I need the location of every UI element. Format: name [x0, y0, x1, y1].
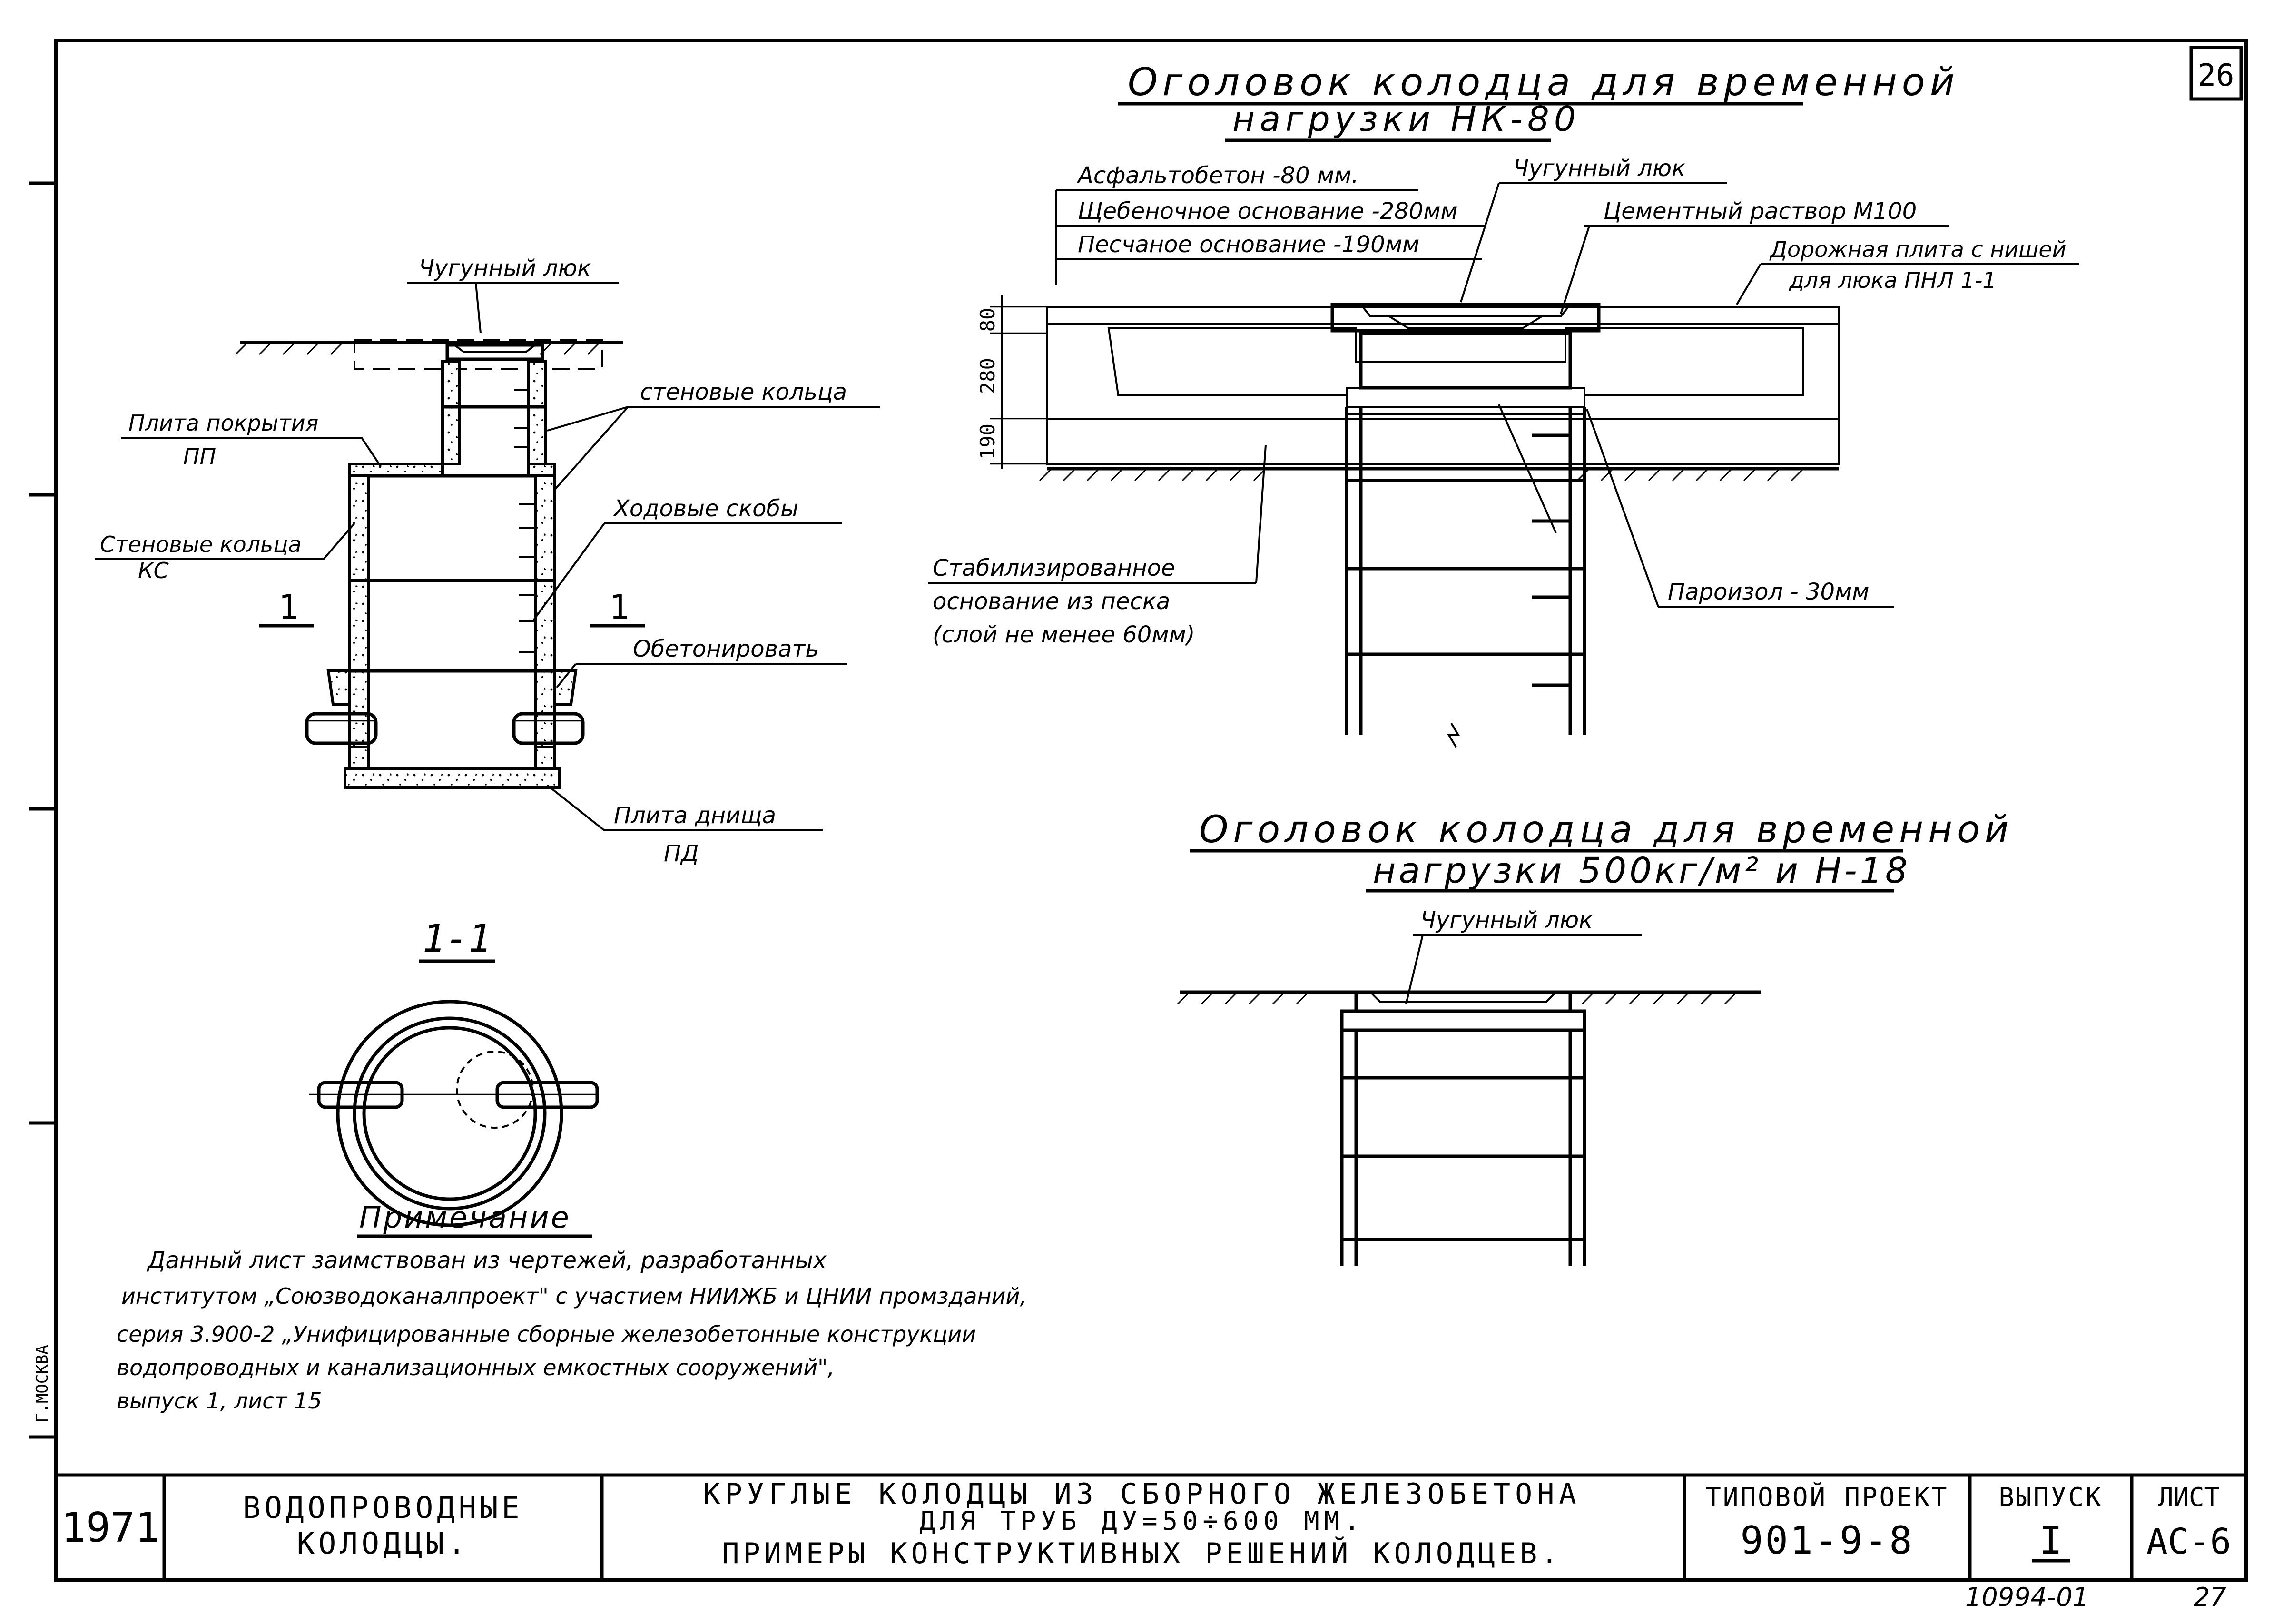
- sheet-number-box: 26: [2189, 46, 2243, 101]
- layer-asphalt: Асфальтобетон -80 мм.: [1076, 162, 1358, 189]
- plan-title: 1-1: [423, 916, 492, 961]
- note-block: Примечание Данный лист заимствован из че…: [117, 1200, 1027, 1414]
- wall-rings-ks-label-1: Стеновые кольца: [100, 531, 302, 557]
- stamp-year: 1971: [61, 1504, 159, 1552]
- stamp-project-line2: КОЛОДЦЫ.: [297, 1526, 470, 1561]
- stamp-title-line1: КРУГЛЫЕ КОЛОДЦЫ ИЗ СБОРНОГО ЖЕЛЕЗОБЕТОНА: [703, 1477, 1581, 1511]
- note-line2: институтом „Союзводоканалпроект" с участ…: [121, 1283, 1027, 1309]
- steps-label: Ходовые скобы: [612, 495, 798, 522]
- nk80-detail: Асфальтобетон -80 мм. Щебеночное основан…: [928, 155, 2079, 748]
- stab-label-2: основание из песка: [933, 588, 1170, 615]
- second-title-line1: Оголовок колодца для временной: [1199, 808, 2014, 851]
- plan-section: 1-1: [309, 916, 599, 1227]
- second-hatch-label: Чугунный люк: [1420, 907, 1593, 934]
- concrete-label: Обетонировать: [633, 636, 819, 662]
- second-detail: Чугунный люк: [1177, 907, 1761, 1266]
- sheet-frame: [29, 39, 2248, 1582]
- section-hatch-label: Чугунный люк: [419, 255, 591, 282]
- note-line5: выпуск 1, лист 15: [117, 1388, 322, 1414]
- stamp-vyp-value: I: [2039, 1518, 2062, 1563]
- wall-rings-label: стеновые кольца: [640, 379, 847, 405]
- cut-mark-left: 1: [278, 588, 298, 627]
- note-line1: Данный лист заимствован из чертежей, раз…: [147, 1247, 827, 1274]
- nk80-title-line1: Оголовок колодца для временной: [1128, 60, 1959, 104]
- stamp-project-line1: ВОДОПРОВОДНЫЕ: [243, 1490, 523, 1525]
- note-line3: серия 3.900-2 „Унифицированные сборные ж…: [117, 1321, 976, 1347]
- mortar-label: Цементный раствор М100: [1604, 198, 1917, 225]
- dim-80: 80: [976, 308, 999, 332]
- road-slab-label-1: Дорожная плита с нишей: [1769, 236, 2067, 262]
- cover-slab-label-2: ПП: [183, 443, 216, 469]
- stamp-vyp-label: ВЫПУСК: [1998, 1482, 2103, 1512]
- side-stamp: Г.МОСКВА: [33, 1345, 52, 1423]
- stamp-title-line2: ДЛЯ ТРУБ ДУ=50÷600 ММ.: [919, 1506, 1364, 1536]
- dim-280: 280: [976, 358, 999, 394]
- road-slab-label-2: для люка ПНЛ 1-1: [1789, 267, 1997, 293]
- sheet-number: 26: [2197, 58, 2234, 93]
- paroizol-label: Пароизол - 30мм: [1668, 579, 1869, 605]
- nk80-hatch-label: Чугунный люк: [1513, 155, 1685, 182]
- stamp-title-line3: ПРИМЕРЫ КОНСТРУКТИВНЫХ РЕШЕНИЙ КОЛОДЦЕВ.: [722, 1536, 1562, 1570]
- nk80-title: Оголовок колодца для временной нагрузки …: [1118, 60, 1959, 142]
- layer-gravel: Щебеночное основание -280мм: [1078, 198, 1458, 225]
- well-section: Чугунный люк: [95, 255, 880, 867]
- note-title: Примечание: [359, 1200, 571, 1235]
- cover-slab-label-1: Плита покрытия: [128, 410, 318, 436]
- stab-label-1: Стабилизированное: [933, 555, 1175, 581]
- stamp-typ-label: ТИПОВОЙ ПРОЕКТ: [1705, 1482, 1949, 1512]
- cut-mark-right: 1: [609, 588, 629, 627]
- layer-sand: Песчаное основание -190мм: [1078, 231, 1419, 258]
- nk80-title-line2: нагрузки НК-80: [1232, 99, 1581, 139]
- second-title: Оголовок колодца для временной нагрузки …: [1190, 808, 2014, 893]
- footer-inv: 10994-01: [1965, 1582, 2089, 1612]
- bottom-slab-label-1: Плита днища: [614, 802, 776, 829]
- stamp-list-label: ЛИСТ: [2158, 1482, 2220, 1512]
- stab-label-3: (слой не менее 60мм): [933, 621, 1195, 648]
- stamp-typ-value: 901-9-8: [1740, 1518, 1914, 1563]
- footer-page: 27: [2194, 1582, 2226, 1612]
- stamp-list-value: АС-6: [2146, 1521, 2231, 1562]
- title-block: 1971 ВОДОПРОВОДНЫЕ КОЛОДЦЫ. КРУГЛЫЕ КОЛО…: [56, 1473, 2246, 1580]
- wall-rings-ks-label-2: КС: [138, 558, 169, 583]
- note-line4: водопроводных и канализационных емкостны…: [117, 1355, 835, 1380]
- second-title-line2: нагрузки 500кг/м² и Н-18: [1373, 850, 1910, 891]
- dim-190: 190: [976, 423, 999, 460]
- bottom-slab-label-2: ПД: [664, 840, 699, 867]
